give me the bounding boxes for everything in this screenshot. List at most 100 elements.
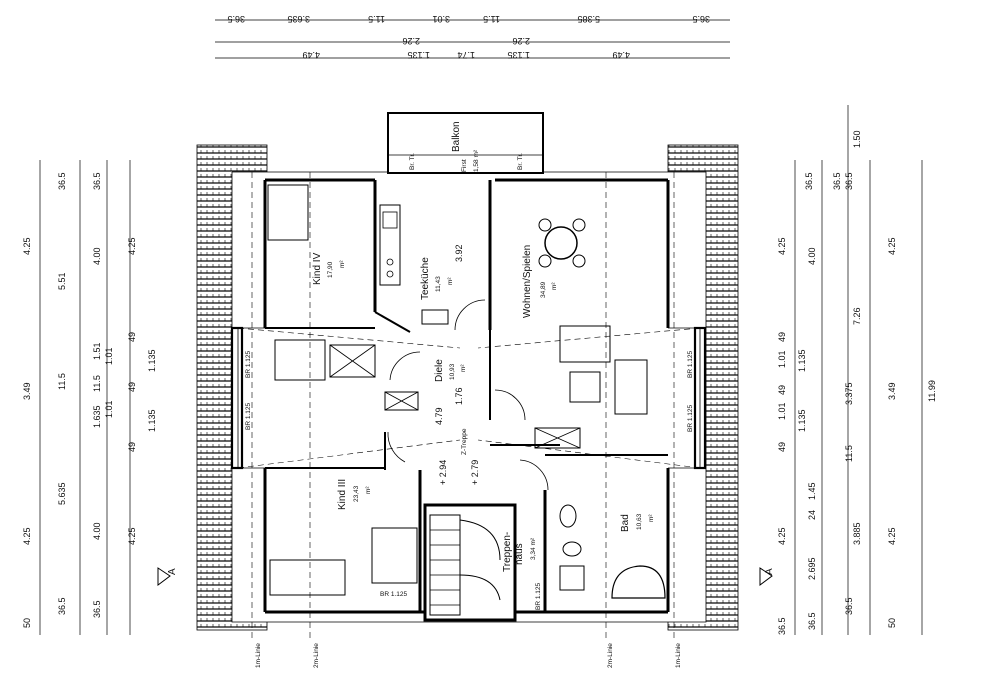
axis-label-2m-left: 2m-Linie xyxy=(313,643,320,668)
chair-1 xyxy=(538,218,552,232)
left-dim-1-0: 4.25 xyxy=(22,237,32,255)
room-balkon-br-right: Br. Tr. xyxy=(517,153,524,170)
right-dim-1-2: 49 xyxy=(777,332,787,342)
room-kind4-area: 17,90 xyxy=(327,261,334,278)
bed-kind4 xyxy=(267,184,309,241)
right-dims-col5: 11.99 xyxy=(927,380,937,402)
right-dims-col4: 4.25 3.49 4.25 50 xyxy=(887,237,897,628)
left-dim-3-7: 4.25 xyxy=(127,527,137,545)
br-label-bottom-2: BR 1.125 xyxy=(535,583,542,610)
room-wohnen-area: 34,89 xyxy=(540,281,547,298)
chair-4 xyxy=(572,254,586,268)
right-dim-1-5: 1.01 xyxy=(777,402,787,420)
left-dim-2-0: 36.5 xyxy=(57,172,67,190)
bed-kind3 xyxy=(269,559,346,596)
left-dim-2-6: 36.5 xyxy=(57,597,67,615)
left-dim-2-2: 1.51 xyxy=(92,342,102,360)
skylight-right xyxy=(534,427,581,449)
dash-line-3 xyxy=(237,439,461,469)
level-b: + 2.79 xyxy=(470,460,480,485)
wall-teek-bottom xyxy=(374,311,411,333)
left-dim-1-1: 5.51 xyxy=(57,272,67,290)
left-dim-4-1: 1.135 xyxy=(147,409,157,432)
top-dim-2-0: 2.26 xyxy=(402,36,420,46)
toilet xyxy=(559,504,577,528)
right-dim-3-4: 11.5 xyxy=(844,445,854,462)
left-dim-1-4: 5.635 xyxy=(57,482,67,505)
left-dim-1-2: 3.49 xyxy=(22,382,32,400)
right-dims-col2: 36.5 4.00 1.135 1.135 1.45 24 2.695 36.5 xyxy=(797,172,842,630)
kitchen-sink xyxy=(382,211,398,229)
treppenhaus-wall xyxy=(423,503,517,622)
bathtub xyxy=(611,565,666,599)
right-dim-3-6: 36.5 xyxy=(844,597,854,615)
right-dim-2-5: 24 xyxy=(807,510,817,520)
right-dimension-lines xyxy=(794,105,923,635)
top-dim-1-1: 3.635 xyxy=(287,14,310,24)
axis-label-1m-left: 1m-Linie xyxy=(255,643,262,668)
right-dim-2-0: 36.5 xyxy=(832,172,842,190)
sofa-right xyxy=(614,359,648,415)
chair-2 xyxy=(572,218,586,232)
level-a: + 2.94 xyxy=(438,460,448,485)
top-dimension-lines xyxy=(215,19,730,59)
room-diele-unit: m² xyxy=(460,364,467,372)
right-dim-4-2: 4.25 xyxy=(887,527,897,545)
left-dim-2-1: 4.00 xyxy=(92,247,102,265)
room-diele-treppe: Z-Treppe xyxy=(461,428,468,455)
axis-label-2m-right: 2m-Linie xyxy=(607,643,614,668)
room-balkon-name: Balkon xyxy=(451,121,462,152)
room-balkon-br-left: Br. Tr. xyxy=(409,153,416,170)
room-kind4-name: Kind IV xyxy=(312,252,323,285)
left-dim-3-8: 36.5 xyxy=(92,600,102,618)
top-dims-row2: 2.26 2.26 xyxy=(402,36,530,46)
room-teek-unit: m² xyxy=(447,277,454,285)
dining-table xyxy=(544,226,578,260)
room-balkon-first: First xyxy=(461,159,468,172)
right-dim-1-7: 4.25 xyxy=(777,527,787,545)
right-dim-3-3: 3.375 xyxy=(844,382,854,405)
right-dim-4-0: 4.25 xyxy=(887,237,897,255)
top-dim-1-4: 11.5 xyxy=(483,14,500,24)
left-dim-1-6: 50 xyxy=(22,618,32,628)
room-bad-name: Bad xyxy=(620,514,631,532)
chair-3 xyxy=(538,254,552,268)
top-dim-1-0: 36.5 xyxy=(227,14,245,24)
dormer-left xyxy=(230,326,244,470)
room-balkon-area: 1,58 m² xyxy=(473,149,480,172)
top-dim-3-1: 1.135 xyxy=(407,50,430,60)
room-teek-area: 11,43 xyxy=(435,276,442,292)
room-kind3-unit: m² xyxy=(365,486,372,494)
right-dim-3-2: 7.26 xyxy=(852,307,862,325)
right-dims-col1: 36.5 4.25 49 1.01 49 1.01 49 4.25 36.5 xyxy=(777,172,814,635)
br-label-right-2: BR 1.125 xyxy=(687,405,694,432)
room-treppenhaus-area: 3,34 m² xyxy=(530,537,537,560)
left-dimension-lines xyxy=(39,160,131,635)
washbasin xyxy=(562,541,582,557)
right-dim-1-8: 36.5 xyxy=(777,617,787,635)
top-dim-3-2: 1.74 xyxy=(457,50,475,60)
right-dim-1-4: 49 xyxy=(777,385,787,395)
right-dim-2-2: 1.135 xyxy=(797,349,807,372)
stove-burner-2 xyxy=(386,270,394,278)
door-diele xyxy=(389,351,421,381)
axis-label-1m-right: 1m-Linie xyxy=(675,643,682,668)
right-dims-col3: 1.50 36.5 7.26 3.375 11.5 3.885 36.5 xyxy=(844,130,862,615)
br-label-left-2: BR 1.125 xyxy=(245,403,252,430)
left-dim-3-6: 49 xyxy=(127,442,137,452)
section-arrow-right xyxy=(759,567,773,586)
room-treppenhaus-name: Treppen- xyxy=(502,532,513,572)
skylight-left xyxy=(329,344,376,378)
door-teek xyxy=(454,299,486,331)
dash-line-4 xyxy=(477,439,701,469)
right-dim-3-5: 3.885 xyxy=(852,522,862,545)
left-dim-2-3: 11.5 xyxy=(92,375,102,392)
left-dim-3-2: 49 xyxy=(127,332,137,342)
left-dims-col2: 36.5 4.00 1.51 11.5 1.635 4.00 36.5 xyxy=(57,172,102,615)
dash-line-2 xyxy=(477,327,701,349)
top-dims-row3: 4.49 1.135 1.74 1.135 4.49 xyxy=(302,50,630,60)
coffee-table xyxy=(569,371,601,403)
room-diele-dim-b: 1.76 xyxy=(454,387,464,405)
dormer-right-wall xyxy=(668,327,701,469)
